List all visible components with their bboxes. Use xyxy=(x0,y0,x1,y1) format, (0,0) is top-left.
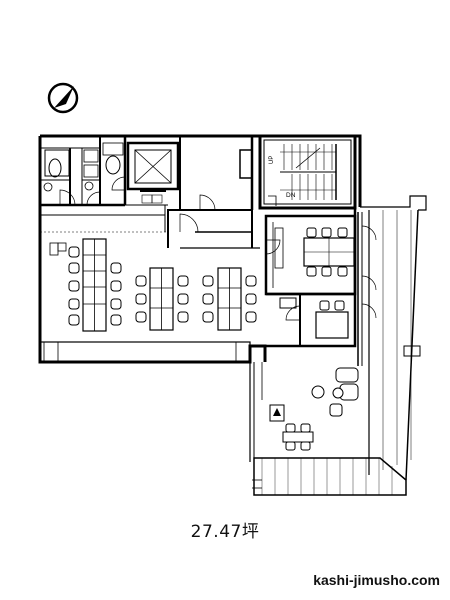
floor-area-label: 27.47坪 xyxy=(190,522,260,542)
service-core xyxy=(40,136,127,207)
compass-icon xyxy=(47,82,79,114)
site-watermark: kashi-jimusho.com xyxy=(313,572,440,588)
terrace-furniture xyxy=(269,367,359,451)
meeting-rooms xyxy=(264,214,357,346)
core-hall xyxy=(167,134,260,249)
desk-islands xyxy=(82,238,242,332)
stair-up-label: UP xyxy=(269,156,275,164)
terrace-deck xyxy=(249,195,427,496)
glass-partition xyxy=(357,212,377,366)
office-chairs xyxy=(68,246,257,326)
stairwell xyxy=(258,134,357,210)
office-area xyxy=(40,194,168,256)
meeting-chairs xyxy=(306,227,348,311)
elevator xyxy=(126,141,180,192)
stair-down-label: DN xyxy=(286,192,296,199)
